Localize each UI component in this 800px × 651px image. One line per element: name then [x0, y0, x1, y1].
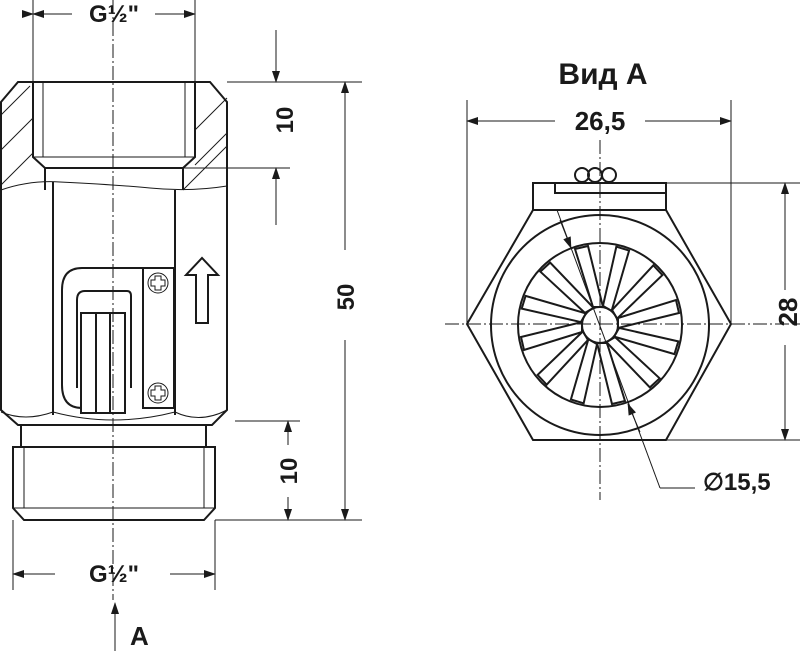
impeller-hub — [581, 306, 619, 344]
view-title: Вид A — [558, 58, 647, 91]
impeller-blade — [573, 244, 605, 308]
section-hatching — [0, 85, 228, 191]
dim-bottom-length: 10 — [276, 458, 303, 485]
dim-total-length: 50 — [333, 284, 360, 311]
impeller-blade — [538, 261, 596, 315]
dim-height: 28 — [773, 298, 800, 327]
hex-body — [465, 209, 733, 441]
dim-top-depth: 10 — [272, 107, 299, 134]
impeller-blade — [604, 335, 662, 389]
side-view: G½" G½" 10 50 10 A — [0, 0, 362, 651]
impeller-blade — [536, 329, 590, 387]
dim-diameter: ∅15,5 — [703, 469, 771, 496]
body-outline — [0, 81, 228, 426]
dim-width: 26,5 — [575, 106, 626, 136]
bottom-thread — [12, 446, 216, 521]
thread-bottom-label: G½" — [89, 561, 139, 588]
front-view: Вид A 26,5 28 ∅15,5 — [445, 58, 800, 500]
view-marker-label: A — [130, 621, 149, 651]
screw-icon — [147, 272, 169, 404]
impeller-housing — [517, 242, 683, 408]
impeller-blade — [519, 320, 583, 352]
impeller-blade — [595, 342, 627, 406]
thread-top-label: G½" — [89, 1, 139, 28]
flow-arrow-icon — [183, 256, 221, 324]
outer-ring — [490, 214, 710, 436]
impeller-blade — [610, 263, 664, 321]
